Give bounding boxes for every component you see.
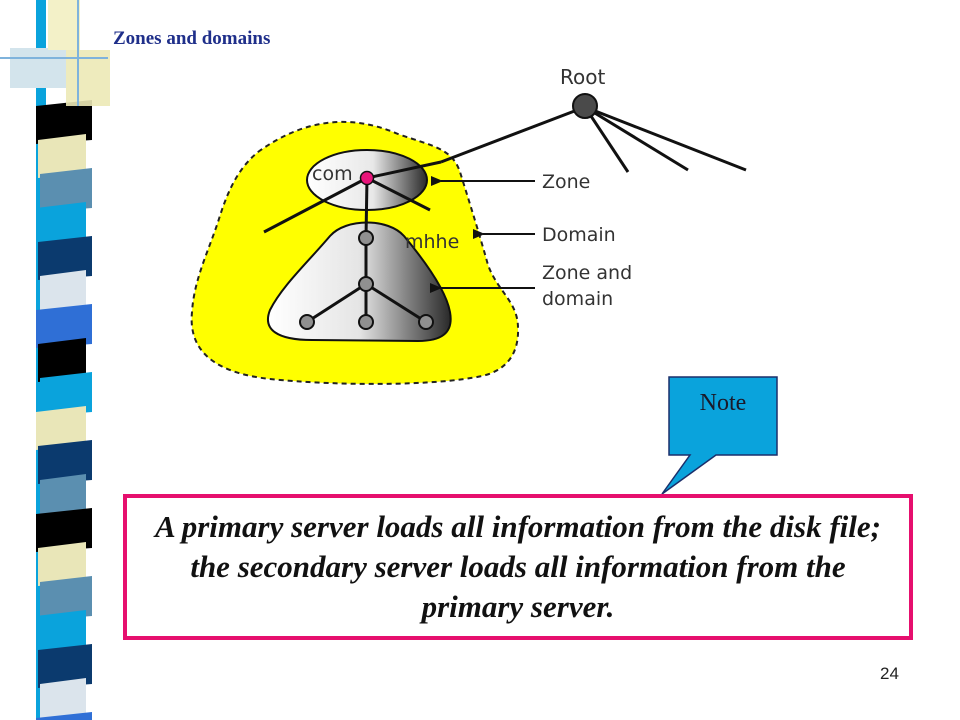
note-text: A primary server loads all information f…: [155, 509, 881, 624]
com-branches: [263, 160, 442, 234]
slide-decoration-stripes: [0, 0, 112, 720]
stripe-band: [36, 100, 92, 144]
root-label: Root: [560, 65, 605, 89]
mhhe-node: [358, 230, 374, 246]
mhhe-label: mhhe: [405, 231, 459, 253]
slide-title: Zones and domains: [113, 28, 271, 49]
stripe-band: [40, 576, 92, 620]
root-branches: [440, 105, 747, 173]
tree-node-middle: [358, 276, 374, 292]
stripe-band: [40, 168, 92, 212]
leaf-node-left: [299, 314, 315, 330]
stripe-band: [36, 610, 86, 654]
stripe-band: [36, 304, 92, 348]
stripe-band: [38, 338, 86, 382]
domain-callout-label: Domain: [542, 224, 616, 246]
root-node: [572, 93, 598, 119]
note-callout-bubble: [661, 376, 778, 495]
com-label: com: [312, 163, 353, 185]
stripe-band: [36, 508, 92, 552]
stripe-band: [36, 712, 92, 720]
stripe-band: [38, 134, 86, 178]
stripe-band: [40, 678, 86, 720]
zone-and-domain-callout-label-line2: domain: [542, 288, 613, 310]
zone-and-domain-callout-label-line1: Zone and: [542, 262, 632, 284]
leaf-node-center: [358, 314, 374, 330]
zone-callout-label: Zone: [542, 171, 590, 193]
slide-number: 24: [880, 664, 899, 683]
stripe-band: [40, 270, 86, 314]
leaf-node-right: [418, 314, 434, 330]
stripe-band: [40, 474, 86, 518]
stripe-band: [36, 202, 86, 246]
stripe-band: [36, 406, 86, 450]
stripe-band: [38, 542, 86, 586]
stripe-band: [40, 372, 92, 416]
note-label: Note: [699, 390, 747, 416]
com-node: [359, 170, 375, 186]
stripe-band: [38, 644, 92, 688]
note-box: A primary server loads all information f…: [123, 494, 913, 640]
stripe-band: [38, 236, 92, 280]
stripe-band: [38, 440, 92, 484]
